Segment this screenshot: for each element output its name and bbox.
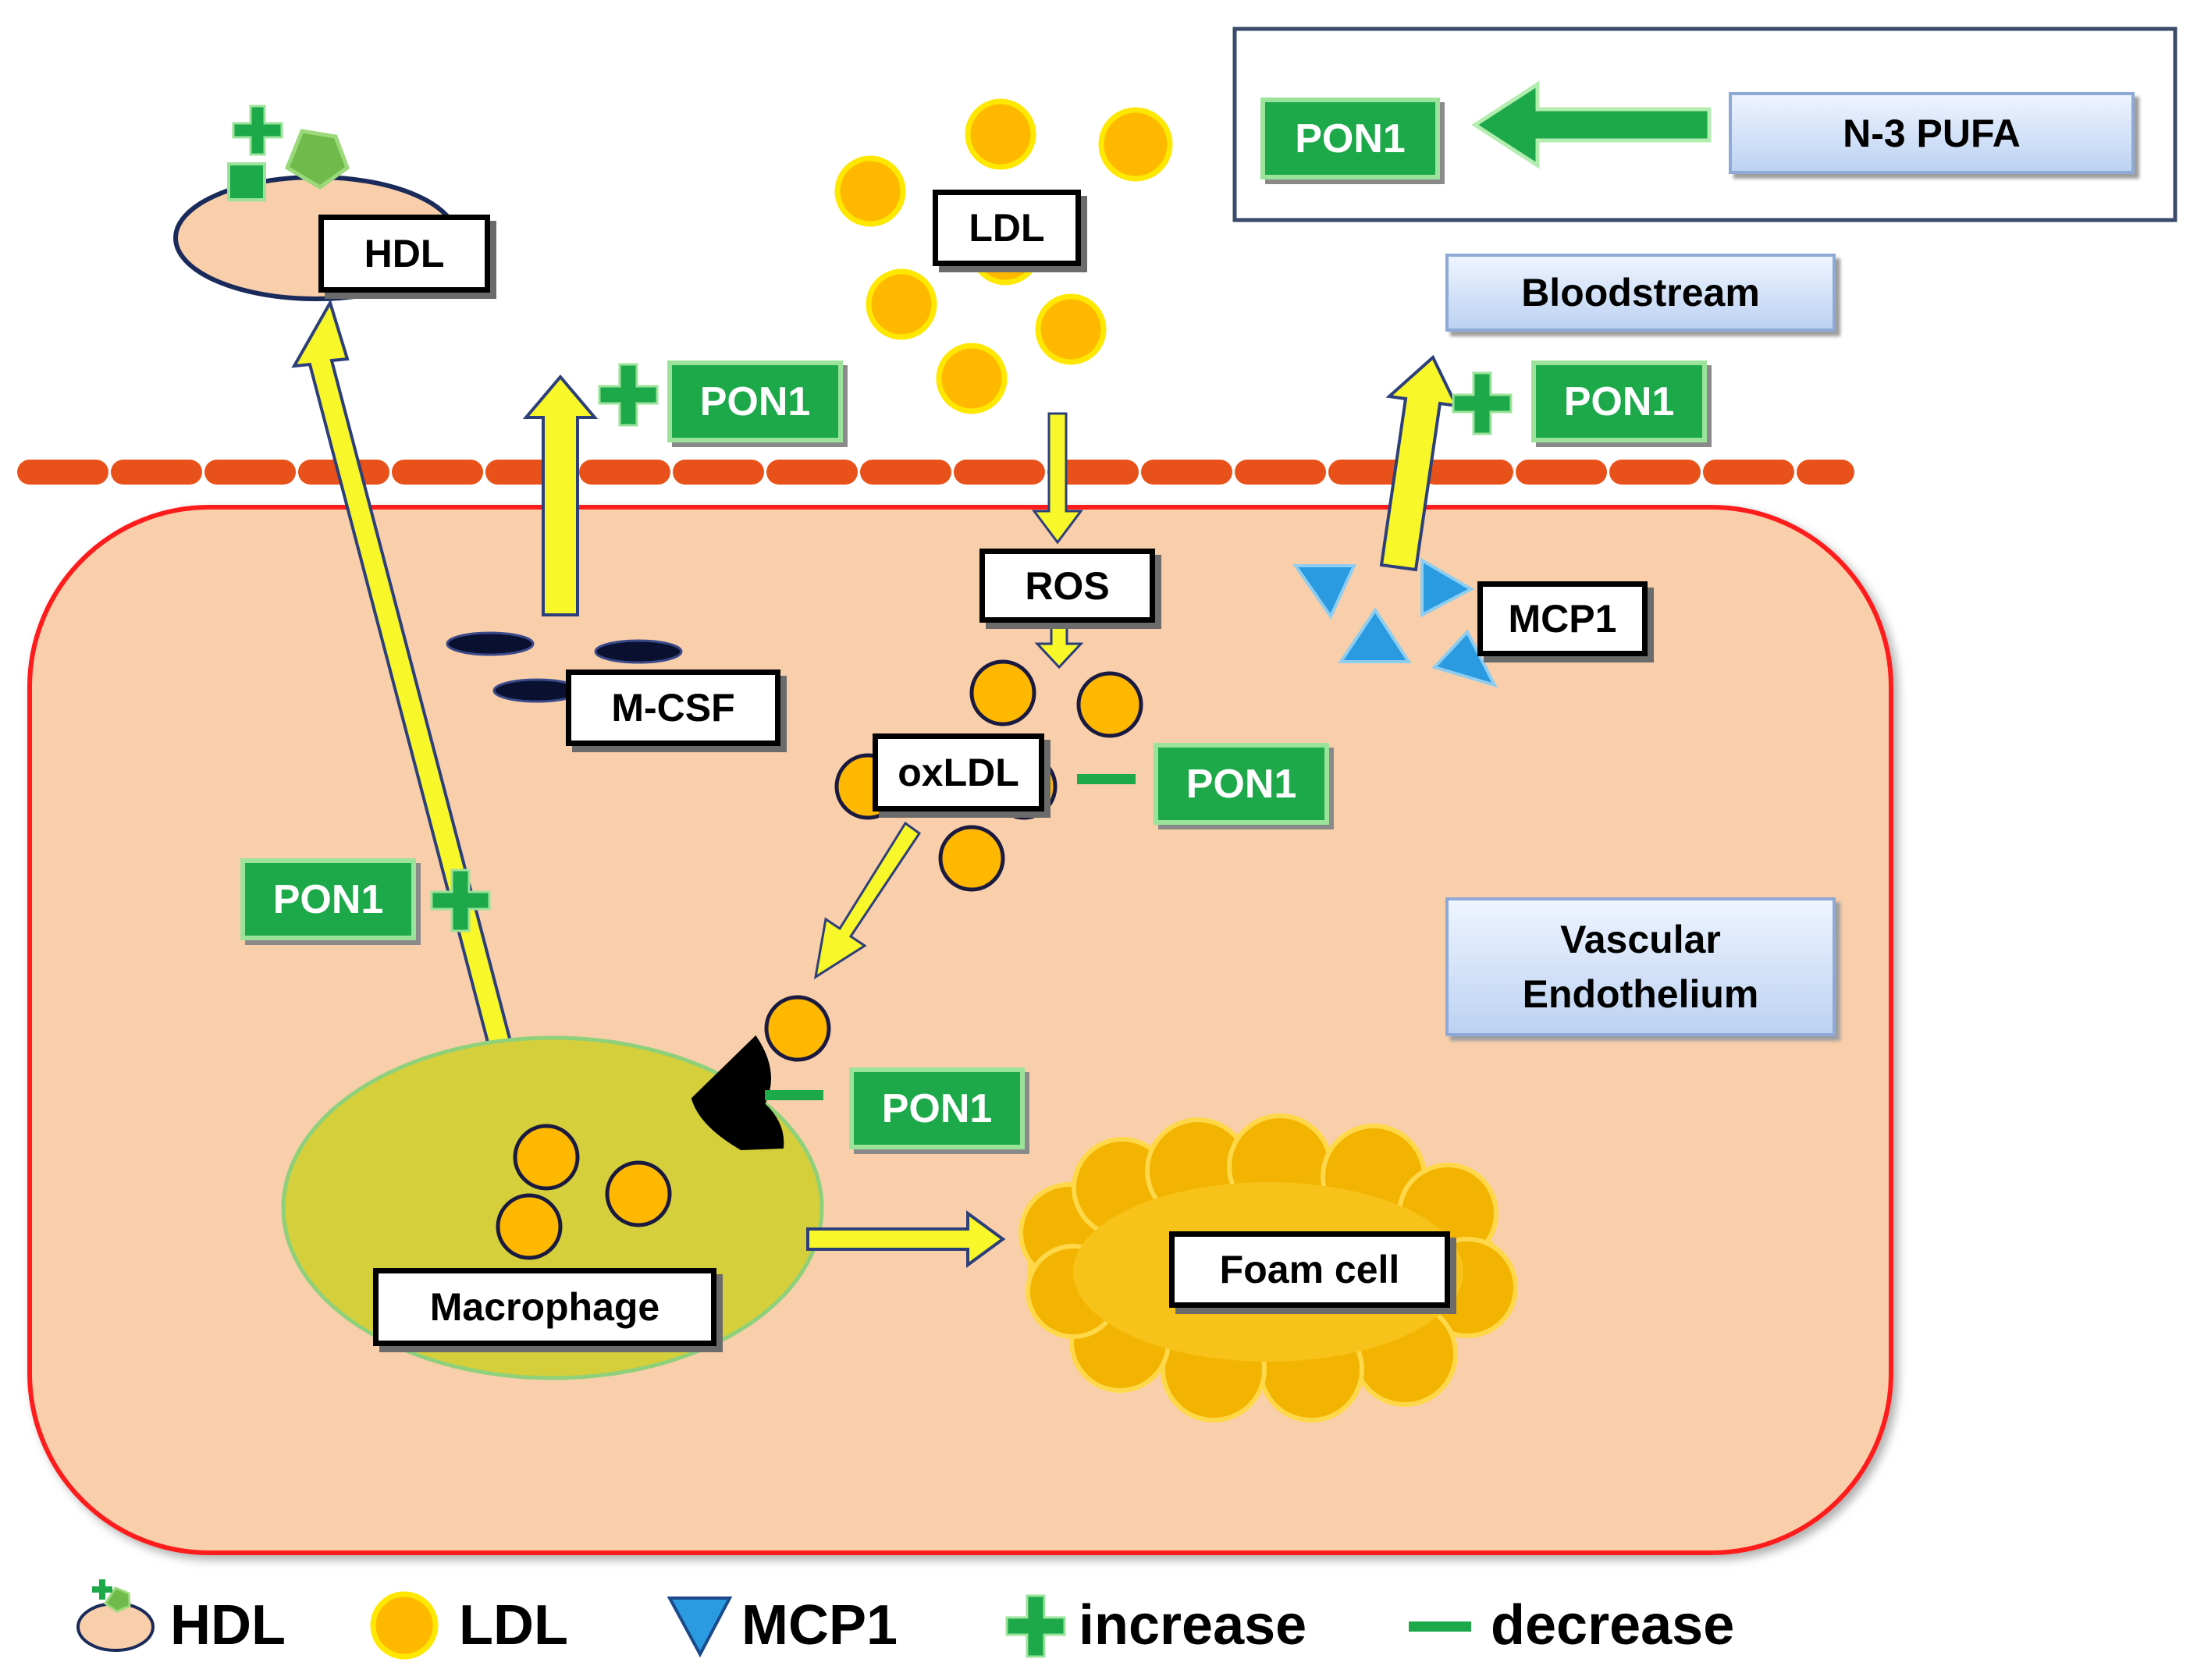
oxldl-label: oxLDL	[873, 733, 1044, 812]
mcsf-label: M-CSF	[566, 670, 780, 746]
macrophage-label: Macrophage	[373, 1268, 716, 1346]
mcsf-molecules	[446, 631, 683, 703]
pon1-mcp1: PON1	[1531, 361, 1707, 442]
ldl-in-macrophage	[496, 1124, 672, 1260]
arrow-macrophage-to-foamcell	[806, 1210, 1006, 1268]
minus-icon-uptake	[765, 1090, 823, 1100]
ros-label: ROS	[979, 549, 1155, 623]
legend-label-ldl: LDL	[459, 1594, 568, 1657]
legend-symbol-ldl	[370, 1591, 439, 1660]
plus-icon-mcsf	[598, 363, 659, 427]
arrow-oxldl-to-receptor	[813, 821, 922, 980]
legend-symbol-hdl	[76, 1579, 155, 1652]
ldl-on-receptor	[764, 995, 831, 1062]
plus-icon-hdl-transport	[430, 868, 491, 932]
n3-pufa-arrow	[1471, 80, 1712, 169]
legend-symbol-mcp1	[667, 1597, 733, 1658]
arrow-ros-to-oxldl	[1034, 623, 1084, 670]
plus-icon-mcp1	[1452, 371, 1513, 435]
legend-label-decrease: decrease	[1491, 1594, 1735, 1657]
n3-pufa-label: N-3 PUFA	[1729, 92, 2135, 174]
pon1-oxldl: PON1	[1154, 743, 1329, 825]
legend-label-increase: increase	[1079, 1594, 1307, 1657]
pon1-receptor: PON1	[849, 1067, 1025, 1149]
legend-label-hdl: HDL	[170, 1594, 286, 1657]
vascular-endothelium-label: Vascular Endothelium	[1445, 897, 1836, 1036]
foam-cell-label: Foam cell	[1169, 1231, 1450, 1308]
bloodstream-label: Bloodstream	[1445, 254, 1836, 332]
ldl-label: LDL	[933, 190, 1081, 266]
pon1-inset: PON1	[1260, 98, 1440, 179]
arrow-mcsf-up	[522, 374, 599, 616]
legend-symbol-increase	[1005, 1594, 1066, 1658]
pon1-hdl-transport: PON1	[240, 858, 416, 940]
arrow-ldl-to-ros	[1032, 412, 1083, 545]
hdl-label: HDL	[318, 215, 490, 293]
pon1-mcsf: PON1	[667, 361, 843, 442]
legend-label-mcp1: MCP1	[741, 1594, 898, 1657]
oxldl-particles	[834, 659, 1143, 892]
minus-icon-oxidation	[1077, 774, 1136, 784]
mcp1-molecules	[1292, 557, 1498, 688]
scavenger-receptor	[691, 1035, 784, 1151]
mcp1-label: MCP1	[1477, 581, 1648, 656]
legend-symbol-decrease	[1409, 1621, 1471, 1632]
